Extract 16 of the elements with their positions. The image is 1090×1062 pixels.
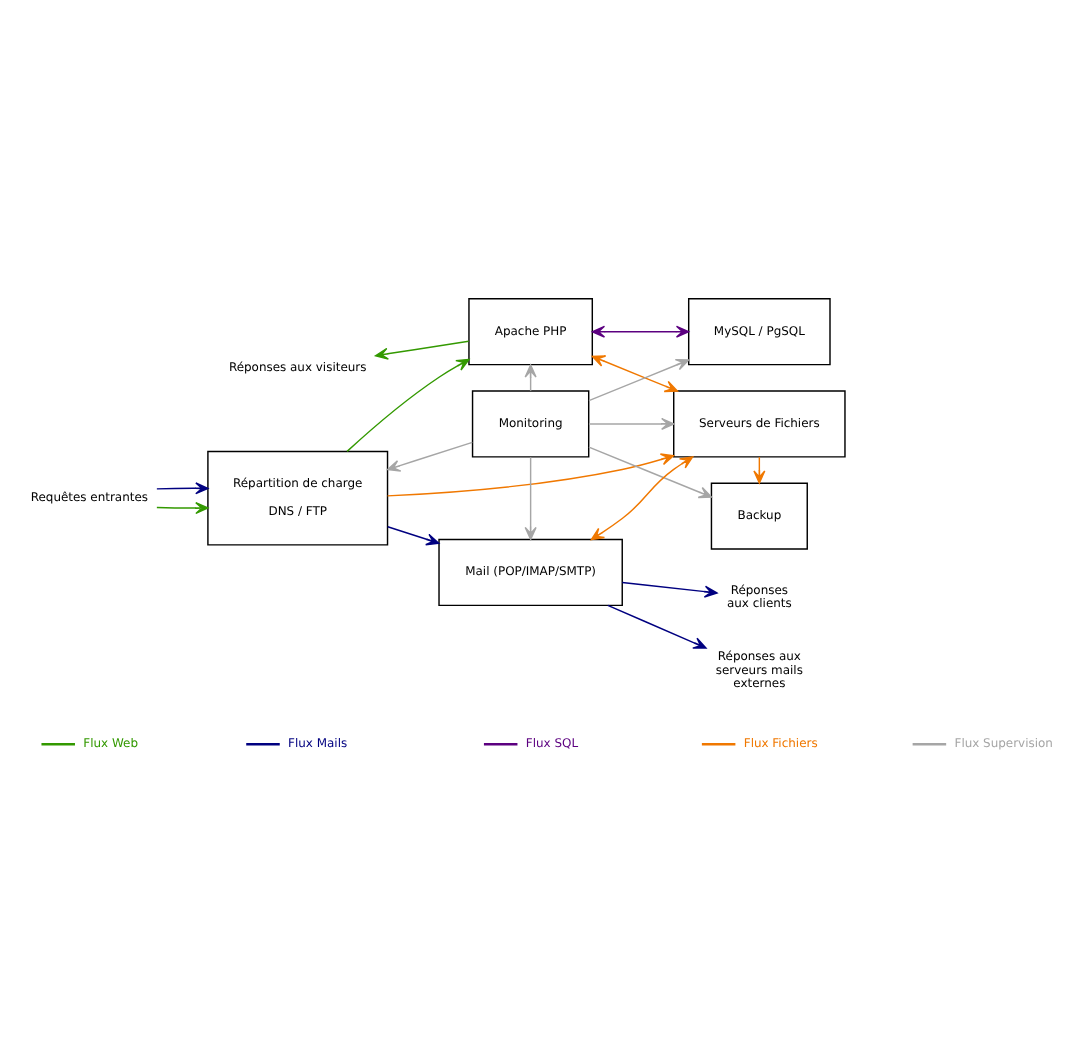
arrow	[590, 455, 694, 540]
arrow	[156, 500, 209, 514]
arrow	[346, 357, 470, 452]
arrow	[591, 354, 679, 392]
arrow	[588, 357, 690, 401]
arrow	[588, 416, 675, 430]
arrow	[387, 525, 440, 545]
arrow	[621, 580, 718, 597]
arrow	[387, 440, 474, 471]
arrow	[524, 455, 537, 540]
arrow	[386, 452, 675, 496]
arrow	[156, 481, 209, 494]
arrow	[374, 339, 470, 359]
arrow	[607, 603, 707, 648]
arrow	[588, 445, 713, 498]
arrow	[591, 324, 690, 337]
